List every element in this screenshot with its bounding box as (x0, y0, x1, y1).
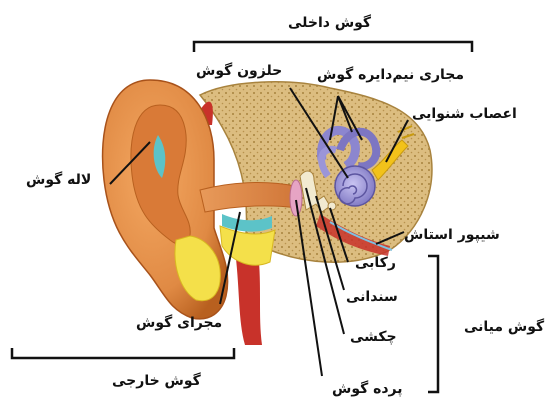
label-ear-canal: مجرای گوش (136, 314, 222, 332)
label-inner-ear: گوش داخلی (288, 14, 371, 32)
label-middle-ear: گوش میانی (464, 318, 544, 336)
label-semicircular-canals: مجاری نیم‌دایره گوش (317, 66, 464, 84)
label-stapes: رکابی (355, 254, 396, 272)
inner-ear-bracket (194, 42, 472, 52)
label-malleus: چکشی (350, 328, 397, 346)
label-eustachian-tube: شیپور استاش (404, 226, 500, 244)
label-pinna: لاله گوش (26, 171, 91, 189)
label-cochlea: حلزون گوش (196, 62, 282, 80)
label-eardrum: پرده گوش (332, 380, 403, 398)
label-incus: سندانی (346, 288, 398, 306)
label-auditory-nerve: اعصاب شنوایی (412, 105, 517, 123)
outer-ear-bracket (12, 348, 234, 358)
middle-ear-bracket (428, 256, 438, 392)
stapes-shape (328, 202, 336, 210)
eardrum-shape (290, 180, 302, 216)
label-outer-ear: گوش خارجی (112, 372, 201, 390)
